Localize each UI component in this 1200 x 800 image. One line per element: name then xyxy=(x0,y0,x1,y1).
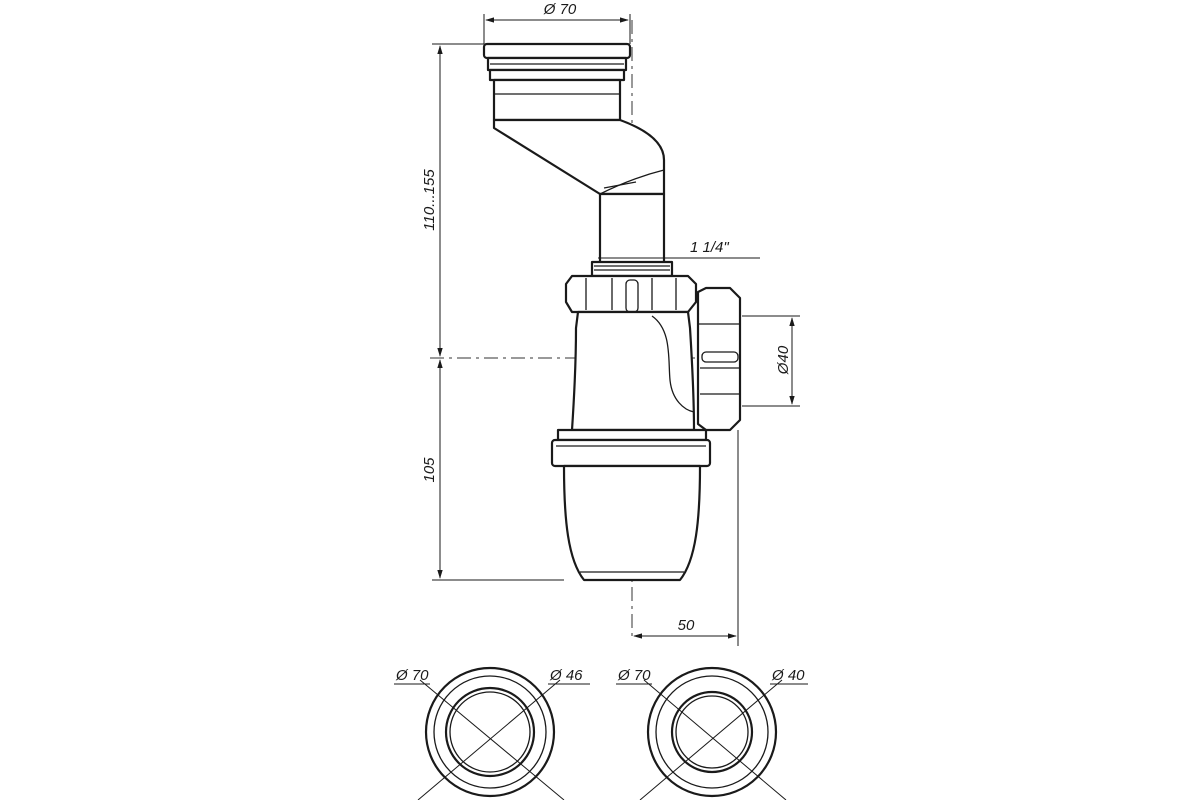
lower-height-label: 105 xyxy=(421,457,438,483)
cross-section-2: Ø 70 Ø 40 xyxy=(616,666,808,800)
dimension-top-diameter: Ø 70 xyxy=(483,1,631,44)
dimension-left-heights: 110...155 105 xyxy=(421,43,564,581)
elbow-pipe xyxy=(492,118,666,196)
dimension-outlet-offset: 50 xyxy=(633,430,739,646)
siphon-side-view xyxy=(430,20,742,640)
outlet-offset-label: 50 xyxy=(678,617,695,634)
thread-collar xyxy=(590,260,674,278)
upper-height-label: 110...155 xyxy=(421,169,438,231)
cross-section-1: Ø 70 Ø 46 xyxy=(394,666,590,800)
bottom-cup xyxy=(562,464,702,582)
top-cap xyxy=(482,42,632,122)
bottle-ring xyxy=(550,428,712,468)
section-2-inner-label: Ø 40 xyxy=(771,667,805,684)
bottle-body xyxy=(570,310,696,432)
section-1-inner-label: Ø 46 xyxy=(549,667,583,684)
thread-size-label: 1 1/4" xyxy=(690,239,729,256)
dimension-outlet-diameter: Ø40 xyxy=(742,315,800,407)
outlet-diameter-label: Ø40 xyxy=(775,345,792,375)
section-1-outer-label: Ø 70 xyxy=(395,667,429,684)
section-2-outer-label: Ø 70 xyxy=(617,667,651,684)
side-outlet xyxy=(696,286,742,432)
dimension-thread: 1 1/4" xyxy=(598,239,760,262)
top-diameter-label: Ø 70 xyxy=(543,1,577,18)
union-nut xyxy=(564,274,698,314)
